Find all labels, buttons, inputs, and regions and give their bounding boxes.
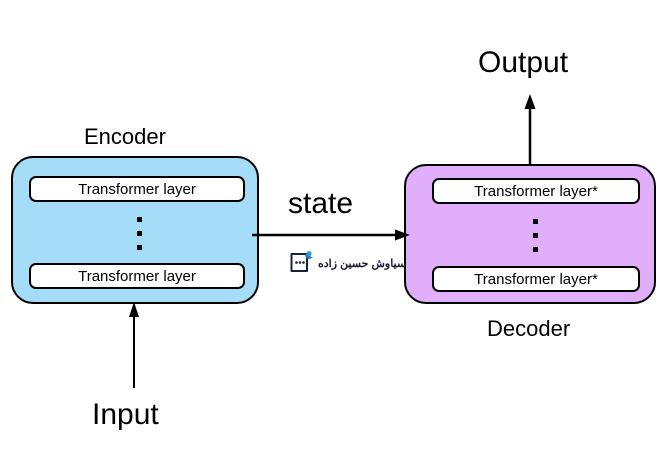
decoder-to-output-arrow (524, 94, 536, 170)
speech-bubble-icon (290, 251, 313, 272)
encoder-to-decoder-arrow (252, 229, 410, 241)
decoder-transformer-layer-bottom[interactable]: Transformer layer* (432, 266, 640, 292)
state-label: state (288, 187, 354, 220)
watermark: سیاوش حسین زاده (288, 250, 406, 276)
input-label: Input (92, 398, 159, 431)
encoder-vertical-ellipsis-icon (136, 217, 143, 250)
decoder-vertical-ellipsis-icon (532, 219, 539, 252)
input-to-encoder-arrow (129, 302, 139, 388)
decoder-transformer-layer-top[interactable]: Transformer layer* (432, 178, 640, 204)
decoder-block[interactable]: Transformer layer* Transformer layer* (404, 164, 656, 304)
watermark-text: سیاوش حسین زاده (318, 257, 407, 270)
encoder-transformer-layer-top[interactable]: Transformer layer (29, 176, 245, 202)
decoder-label: Decoder (487, 316, 571, 341)
output-label: Output (478, 46, 569, 79)
encoder-label: Encoder (84, 124, 166, 149)
encoder-block[interactable]: Transformer layer Transformer layer (11, 156, 259, 304)
encoder-transformer-layer-bottom[interactable]: Transformer layer (29, 263, 245, 289)
